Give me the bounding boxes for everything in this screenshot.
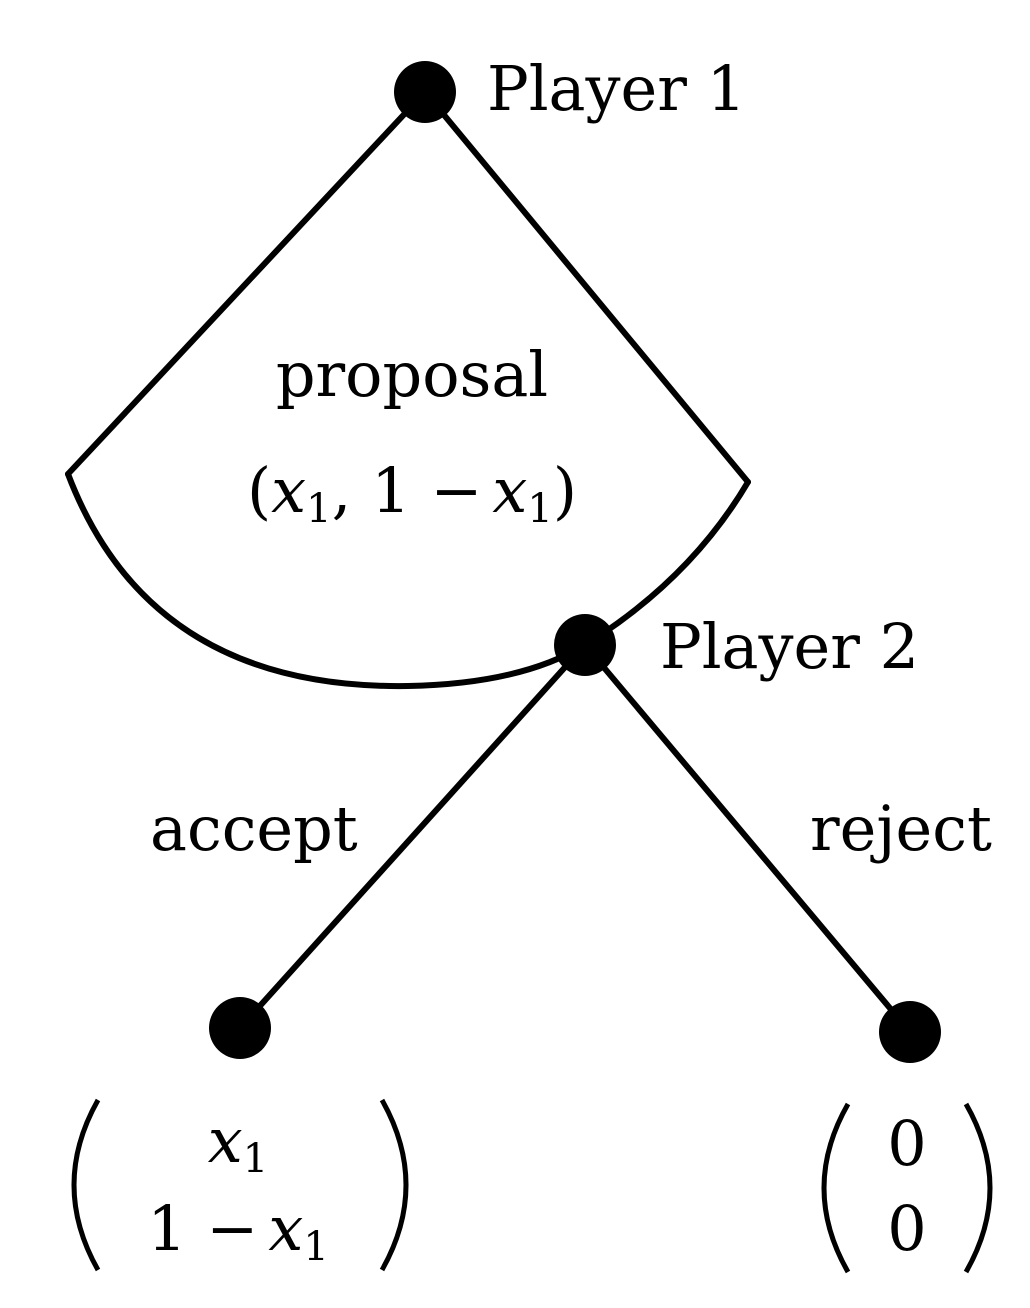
proposal-one-minus: 1 − [371, 454, 482, 527]
proposal-continuum-arc [65, 471, 751, 690]
accept-payoff-top: x1 [208, 1104, 268, 1182]
proposal-value: (x1,1 −x1) [247, 454, 577, 532]
accept-payoff-top-sub: 1 [243, 1136, 268, 1182]
accept-payoff-top-var: x [208, 1104, 243, 1177]
accept-payoff-vector: x1 1 −x1 [71, 1098, 409, 1272]
edge-accept [237, 642, 588, 1031]
reject-payoff-bottom: 0 [887, 1192, 926, 1265]
reject-payoff-right-paren [963, 1102, 993, 1274]
player2-label: Player 2 [660, 610, 919, 683]
reject-payoff-top: 0 [887, 1107, 926, 1180]
proposal-x2: x [492, 454, 527, 527]
proposal-close-paren: ) [553, 454, 577, 527]
node-player1 [394, 61, 456, 123]
edge-root-right [422, 89, 751, 485]
proposal-sub1: 1 [306, 486, 331, 532]
accept-payoff-bottom-var: x [268, 1192, 303, 1265]
proposal-comma: , [332, 454, 352, 527]
proposal-x: x [271, 454, 306, 527]
accept-label: accept [150, 792, 358, 865]
reject-label: reject [810, 792, 992, 865]
node-reject-terminal [879, 1001, 941, 1063]
accept-payoff-bottom-sub: 1 [303, 1224, 328, 1270]
edge-reject [582, 642, 913, 1035]
accept-payoff-left-paren [71, 1098, 101, 1272]
proposal-open-paren: ( [247, 454, 271, 527]
accept-payoff-bottom: 1 −x1 [147, 1192, 329, 1270]
node-accept-terminal [209, 997, 271, 1059]
accept-payoff-right-paren [379, 1098, 409, 1272]
player1-label: Player 1 [487, 52, 746, 125]
accept-payoff-bottom-prefix: 1 − [147, 1192, 258, 1265]
reject-payoff-vector: 0 0 [821, 1102, 993, 1274]
proposal-sub2: 1 [527, 486, 552, 532]
node-player2 [554, 614, 616, 676]
reject-payoff-left-paren [821, 1102, 851, 1274]
edge-root-left [65, 89, 428, 477]
proposal-label: proposal [276, 338, 548, 411]
